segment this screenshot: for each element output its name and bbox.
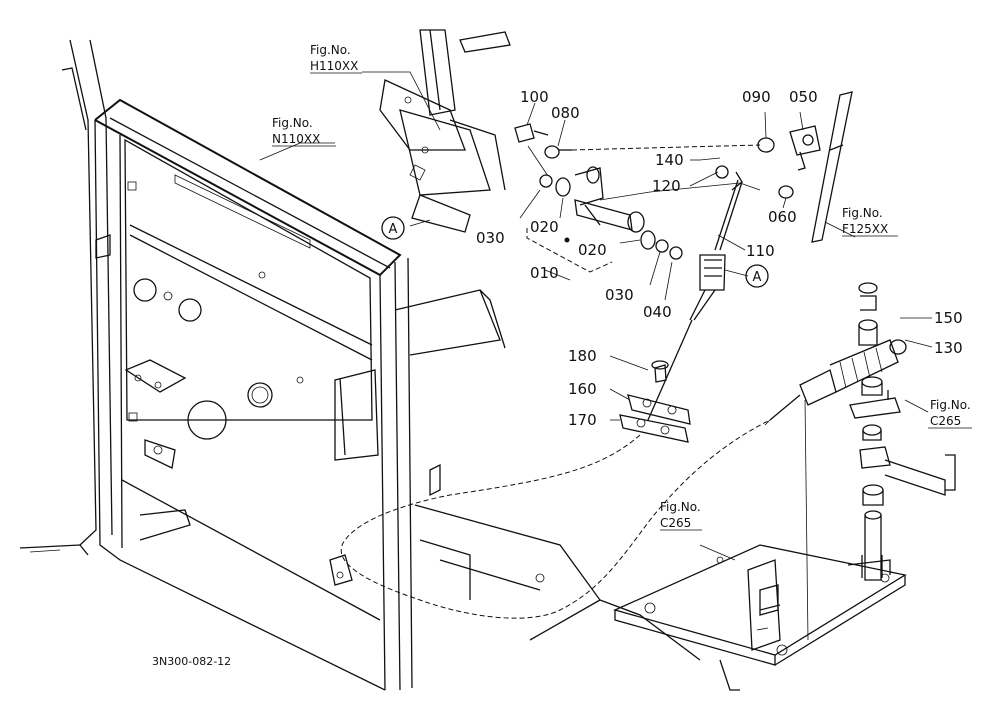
- part-number-150: 150: [934, 309, 963, 327]
- fig-ref-c265-bottom: Fig.No. C265: [660, 500, 702, 531]
- upper-bracket-assembly: [379, 29, 511, 233]
- part-number-080: 080: [551, 104, 580, 122]
- governor-assembly: [613, 282, 956, 691]
- throttle-cable: [340, 339, 907, 641]
- part-number-110: 110: [746, 242, 775, 260]
- part-number-160: 160: [568, 380, 597, 398]
- leader-lines: [259, 71, 933, 561]
- fig-ref-c265-right: Fig.No. C265: [928, 398, 972, 429]
- dashboard-frame: [19, 39, 506, 691]
- part-numbers: 100 080 090 050 140 120 060 030 020 020 …: [476, 88, 963, 429]
- fig-ref-f125: Fig.No. F125XX: [842, 206, 898, 237]
- fig-ref-title: Fig.No.: [660, 500, 701, 514]
- part-number-020-lower: 020: [578, 241, 607, 259]
- fig-ref-title: Fig.No.: [310, 43, 351, 57]
- part-number-010: 010: [530, 264, 559, 282]
- part-number-180: 180: [568, 347, 597, 365]
- pedal-shaft-010: [539, 166, 683, 260]
- part-number-060: 060: [768, 208, 797, 226]
- fig-ref-title: Fig.No.: [930, 398, 971, 412]
- fig-ref-h110: Fig.No. H110XX: [310, 43, 362, 74]
- part-number-170: 170: [568, 411, 597, 429]
- part-number-140: 140: [655, 151, 684, 169]
- floor-plate: [414, 504, 701, 661]
- callout-a-label: A: [389, 222, 398, 237]
- part-number-130: 130: [934, 339, 963, 357]
- part-number-100: 100: [520, 88, 549, 106]
- drawing-code: 3N300-082-12: [152, 655, 231, 668]
- fig-ref-code: H110XX: [310, 59, 358, 73]
- part-number-020-upper: 020: [530, 218, 559, 236]
- linkage-rod-110: [599, 157, 761, 421]
- callout-a-label: A: [753, 270, 762, 285]
- bolt-100-080: [514, 123, 761, 177]
- fig-ref-code: C265: [930, 414, 961, 428]
- part-number-030-upper: 030: [476, 229, 505, 247]
- part-number-050: 050: [789, 88, 818, 106]
- callout-a-right: A: [745, 264, 769, 288]
- fig-ref-code: F125XX: [842, 222, 888, 236]
- fig-ref-n110: Fig.No. N110XX: [272, 116, 336, 147]
- callout-a-top: A: [381, 216, 405, 240]
- part-number-090: 090: [742, 88, 771, 106]
- fig-ref-title: Fig.No.: [842, 206, 883, 220]
- fig-ref-code: N110XX: [272, 132, 320, 146]
- fig-ref-code: C265: [660, 516, 691, 530]
- part-number-040: 040: [643, 303, 672, 321]
- plates-160-170: [619, 360, 691, 443]
- part-number-030-lower: 030: [605, 286, 634, 304]
- fig-ref-title: Fig.No.: [272, 116, 313, 130]
- part-number-120: 120: [652, 177, 681, 195]
